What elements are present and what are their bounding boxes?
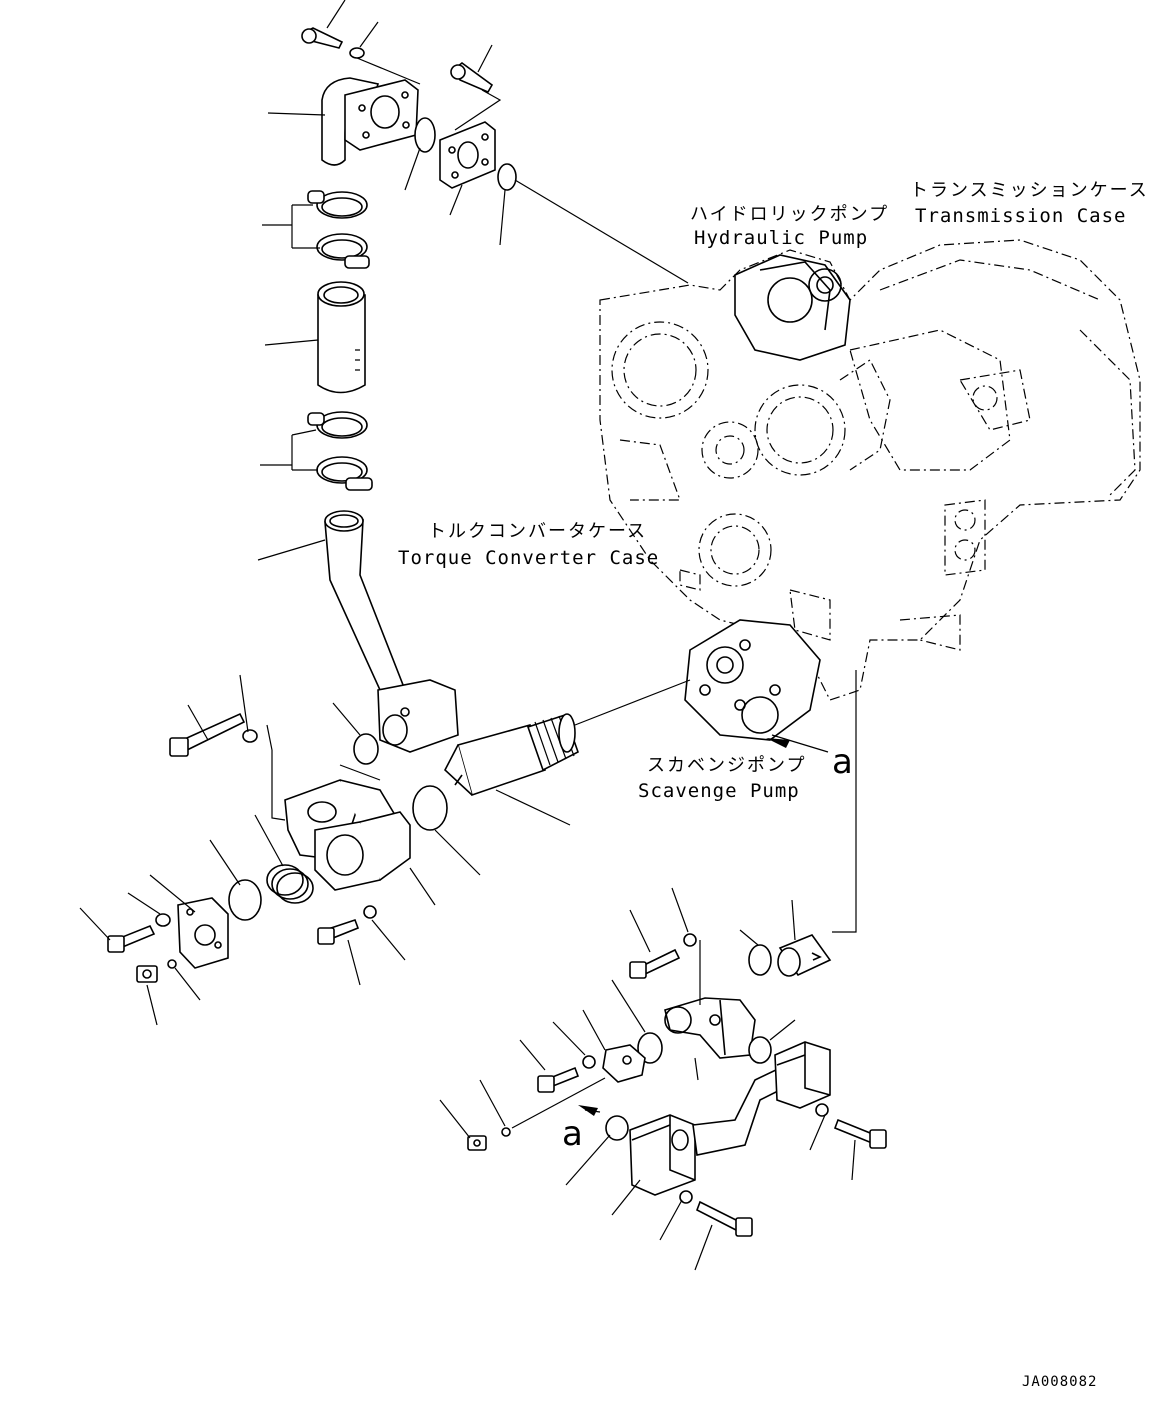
scavenge-pump	[684, 619, 821, 741]
block-o-ring	[605, 1115, 629, 1141]
transmission-assembly	[599, 239, 1141, 701]
cover-washer	[155, 913, 171, 927]
flange-o-ring	[497, 163, 517, 191]
outlet-pipe	[629, 1041, 831, 1196]
top-washer-1	[349, 47, 365, 59]
strainer-o-ring	[412, 785, 448, 831]
torque-converter-label-en: Torque Converter Case	[398, 547, 659, 569]
callout-arrow-upper	[766, 738, 790, 748]
cover-bolt	[107, 924, 156, 953]
long-bolt-washer	[242, 729, 258, 743]
drain-o-ring	[167, 959, 177, 969]
transmission-case-label-en: Transmission Case	[915, 205, 1126, 227]
outlet-washer-right	[815, 1103, 829, 1117]
leader-lines	[79, 0, 857, 1271]
hose-clamp-lower-2	[316, 456, 373, 491]
outlet-bolt-right	[833, 1118, 887, 1149]
torque-converter-label-ja: トルクコンバータケース	[428, 521, 647, 542]
hose-clamp-upper-2	[316, 233, 370, 269]
callout-arrow-lower	[578, 1105, 598, 1116]
spring	[266, 864, 314, 904]
transmission-case-label-ja: トランスミッションケース	[910, 180, 1149, 201]
upper-right-washer	[683, 933, 697, 947]
pump-elbow	[664, 997, 756, 1059]
cover-plate	[177, 897, 229, 969]
upper-o-ring	[414, 117, 436, 153]
top-bolt-1	[301, 27, 344, 49]
top-bolt-2	[450, 61, 494, 94]
sleeve-o-ring	[748, 944, 772, 976]
tube-sleeve	[777, 934, 832, 977]
upper-right-bolt	[629, 948, 681, 979]
blind-flange-bolt	[537, 1066, 580, 1093]
housing-bolt	[317, 918, 360, 945]
hose-clamp-lower-1	[307, 411, 368, 439]
scavenge-pump-label-en: Scavenge Pump	[638, 780, 800, 802]
hydraulic-pump-label-ja: ハイドロリックポンプ	[690, 204, 889, 225]
hose-clamp-upper-1	[307, 190, 368, 219]
outlet-bolt-bottom	[696, 1200, 753, 1237]
callout-a-lower: a	[562, 1114, 583, 1154]
housing-flange	[314, 811, 411, 891]
elbow-side-o-ring	[748, 1036, 772, 1064]
small-plug-ring	[501, 1127, 511, 1137]
outlet-washer-bottom	[679, 1190, 693, 1204]
cover-o-ring	[228, 879, 262, 921]
callout-a-upper: a	[832, 742, 853, 782]
hydraulic-pump-label-en: Hydraulic Pump	[694, 227, 868, 249]
blind-flange-washer	[582, 1055, 596, 1069]
blind-flange	[602, 1044, 646, 1083]
hydraulic-pump	[734, 254, 851, 361]
drain-plug	[136, 965, 158, 983]
strainer	[444, 713, 579, 797]
rubber-hose	[317, 281, 366, 394]
long-bolt	[169, 712, 246, 757]
upper-elbow	[321, 77, 419, 166]
small-plug	[467, 1135, 487, 1151]
flange-plate	[439, 121, 496, 189]
lower-pipe	[324, 510, 459, 753]
elbow-o-ring	[637, 1032, 663, 1064]
drawing-code: JA008082	[1022, 1374, 1097, 1390]
housing-washer	[363, 905, 377, 919]
scavenge-pump-label-ja: スカベンジポンプ	[647, 755, 806, 776]
pipe-o-ring	[353, 733, 379, 765]
